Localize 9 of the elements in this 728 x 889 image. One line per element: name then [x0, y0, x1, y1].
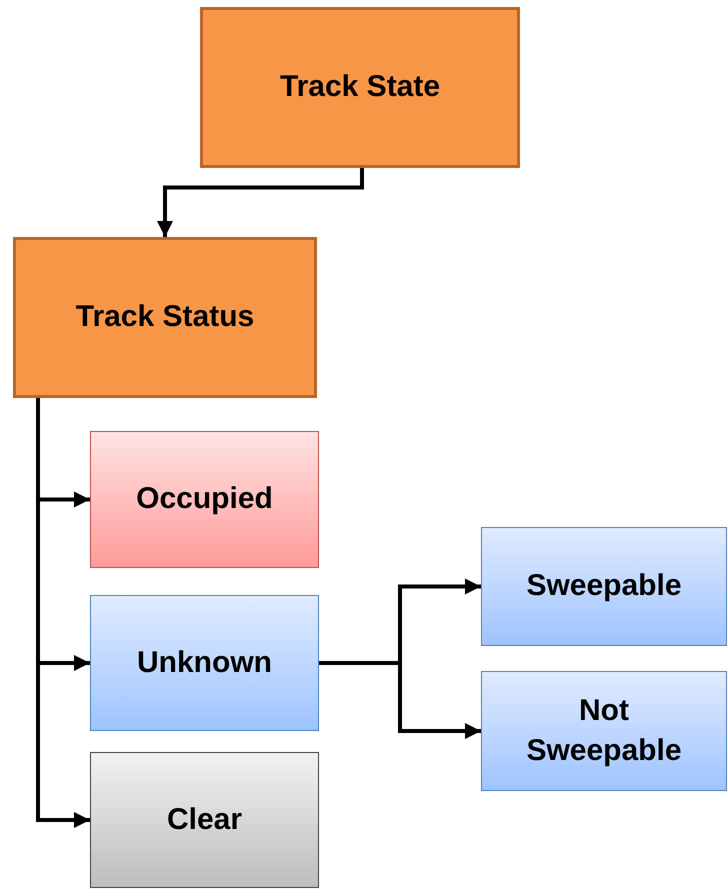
process-box: Unknown — [90, 595, 319, 731]
process-box: Track State — [200, 7, 520, 168]
process-box: Sweepable — [481, 527, 727, 646]
process-box: Track Status — [13, 237, 317, 398]
process-box: Not Sweepable — [481, 671, 727, 791]
arrow — [157, 168, 364, 237]
process-box: Clear — [90, 752, 319, 888]
arrow — [36, 398, 90, 828]
process-box: Occupied — [90, 431, 319, 568]
